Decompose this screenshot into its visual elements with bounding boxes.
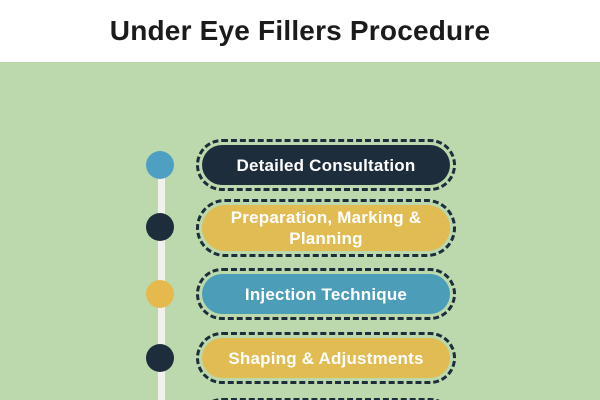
timeline-dot-4 <box>146 344 174 372</box>
step-label-4: Shaping & Adjustments <box>228 348 424 368</box>
timeline-dot-1 <box>146 151 174 179</box>
step-outline-1: Detailed Consultation <box>196 139 456 191</box>
step-pill-4: Shaping & Adjustments <box>202 338 450 378</box>
step-outline-3: Injection Technique <box>196 268 456 320</box>
timeline-dot-2 <box>146 213 174 241</box>
step-label-3: Injection Technique <box>244 284 408 304</box>
step-pill-1: Detailed Consultation <box>202 145 450 185</box>
step-label-1: Detailed Consultation <box>236 155 416 175</box>
title-bar: Under Eye Fillers Procedure <box>0 0 600 62</box>
step-outline-2: Preparation, Marking & Planning <box>196 199 456 257</box>
step-pill-2: Preparation, Marking & Planning <box>202 205 450 251</box>
step-outline-4: Shaping & Adjustments <box>196 332 456 384</box>
step-pill-3: Injection Technique <box>202 274 450 314</box>
page-title: Under Eye Fillers Procedure <box>109 15 491 46</box>
step-label-2: Preparation, Marking & Planning <box>230 208 422 248</box>
timeline-dot-3 <box>146 280 174 308</box>
timeline-panel: Detailed Consultation Preparation, Marki… <box>0 62 600 400</box>
